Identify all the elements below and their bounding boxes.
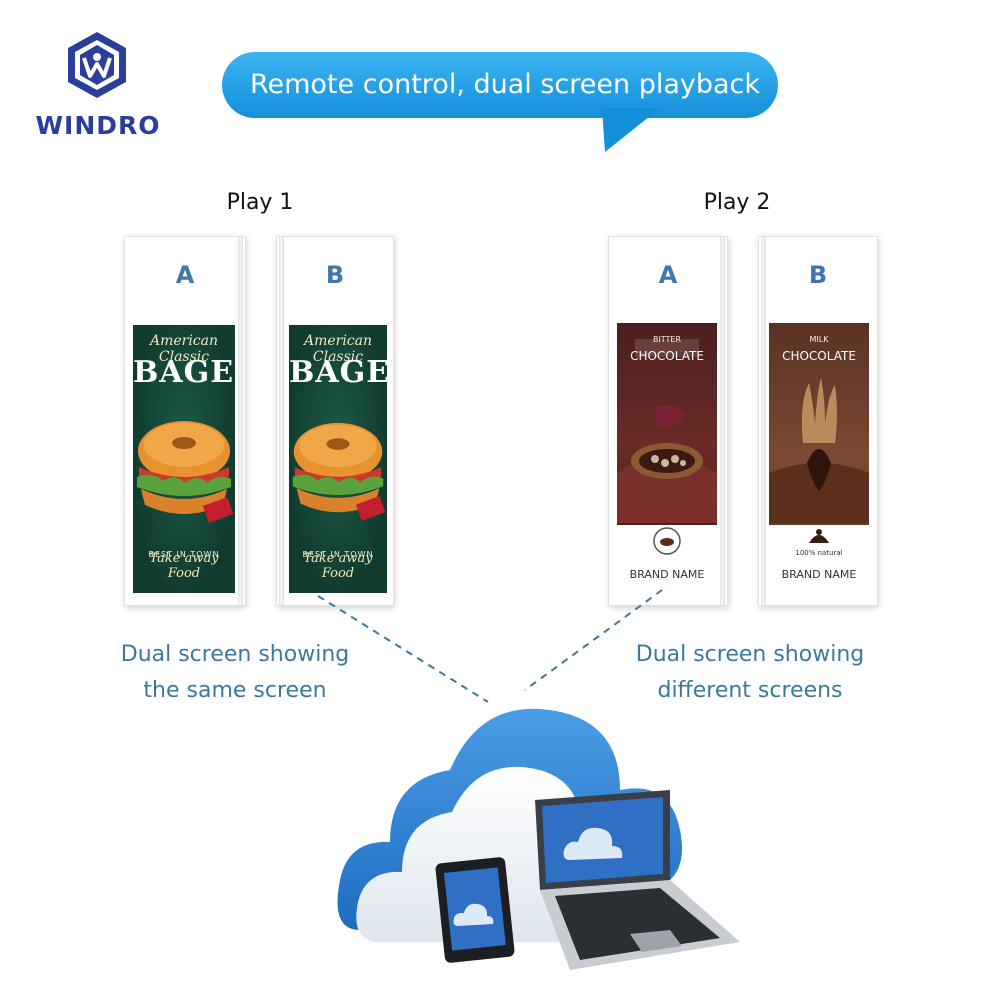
play1-description: Dual screen showing the same screen (95, 637, 375, 709)
chocolate-splash-small-icon (809, 529, 829, 543)
description-line: different screens (657, 678, 843, 703)
bagel-screen-b: American Classic BAGELS BEST IN TOWN Tak… (289, 325, 387, 593)
screen-brand: BRAND NAME (629, 568, 705, 581)
chocolate-screen-a: BITTER CHOCOLATE BRAND NAME (617, 323, 717, 595)
panel-letter: B (808, 261, 828, 289)
panel-rail (238, 237, 243, 605)
panel-letter: A (175, 261, 195, 289)
cocoa-pod-icon (617, 339, 717, 523)
screen-flavor: BITTER (652, 335, 682, 344)
description-line: Dual screen showing (635, 642, 865, 667)
play1-panel-b: B American Classic BAGELS BEST IN TOWN T… (276, 236, 394, 606)
description-line: Dual screen showing (120, 642, 350, 667)
speech-bubble (222, 52, 778, 152)
screen-subtitle: American Classic (303, 333, 373, 365)
chocolate-splash-icon (769, 378, 869, 523)
natural-badge-icon (653, 527, 681, 555)
play1-label: Play 1 (226, 190, 294, 215)
bagel-sandwich-icon (137, 421, 234, 523)
bagel-screen-a: American Classic BAGELS BEST IN TOWN Tak… (133, 325, 235, 593)
tablet-icon (435, 857, 515, 963)
play2-panel-b: B MILK CHOCOLATE 100% natural BRAND NAME (758, 236, 878, 606)
panel-rail (279, 237, 284, 605)
bagel-sandwich-icon (292, 422, 386, 521)
screen-natural: 100% natural (795, 549, 843, 557)
headline: Remote control, dual screen playback (249, 69, 761, 100)
screen-brand: BRAND NAME (781, 568, 857, 581)
screen-product-name: CHOCOLATE (782, 349, 856, 363)
screen-flavor: MILK (809, 335, 829, 344)
play2-description: Dual screen showing different screens (610, 637, 890, 709)
windro-logo-icon (68, 32, 126, 98)
panel-letter: A (658, 261, 678, 289)
play2-label: Play 2 (703, 190, 771, 215)
panel-rail (761, 237, 766, 605)
screen-title: BAGELS (289, 355, 387, 390)
screen-title: BAGELS (133, 355, 235, 390)
chocolate-screen-b: MILK CHOCOLATE 100% natural BRAND NAME (769, 323, 869, 595)
panel-letter: B (325, 261, 345, 289)
play2-panel-a: A BITTER CHOCOLATE BRAND NAME (608, 236, 728, 606)
screen-footer: Take away Food (149, 551, 219, 581)
cloud-scene (337, 708, 740, 970)
screen-tagline: BEST IN TOWN (302, 550, 374, 559)
screen-footer: Take away Food (303, 551, 373, 581)
screen-footer-band (617, 525, 717, 595)
screen-product-name: CHOCOLATE (630, 349, 704, 363)
screen-tagline: BEST IN TOWN (148, 550, 220, 559)
screen-subtitle: American Classic (149, 333, 219, 365)
laptop-icon (535, 790, 740, 970)
play1-panel-a: A American Classic BAGELS BEST IN TOWN T… (124, 236, 246, 606)
description-line: the same screen (143, 678, 327, 703)
brand-name: WINDRO (35, 111, 161, 140)
panel-rail (720, 237, 725, 605)
